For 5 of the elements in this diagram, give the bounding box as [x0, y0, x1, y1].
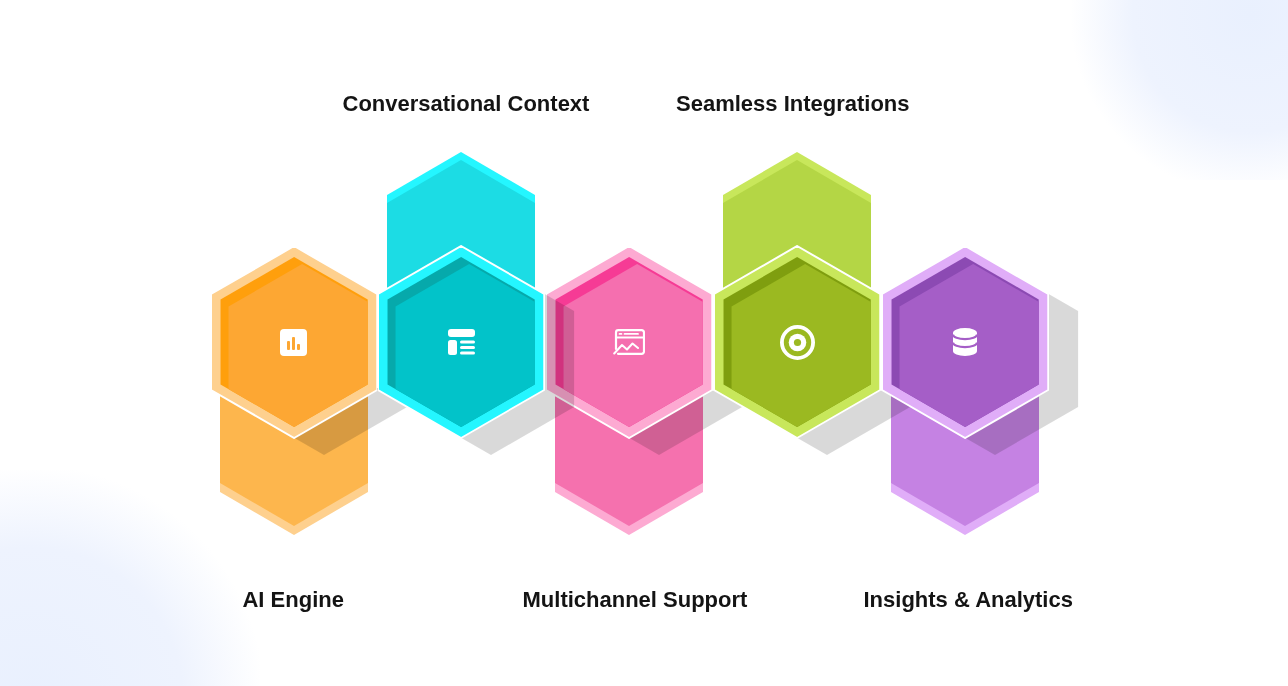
feature-label: AI Engine [242, 587, 344, 613]
feature-label: Conversational Context [342, 91, 590, 117]
feature-label: Multichannel Support [522, 587, 748, 613]
feature-label: Seamless Integrations [676, 91, 910, 117]
feature-label: Insights & Analytics [863, 587, 1073, 613]
